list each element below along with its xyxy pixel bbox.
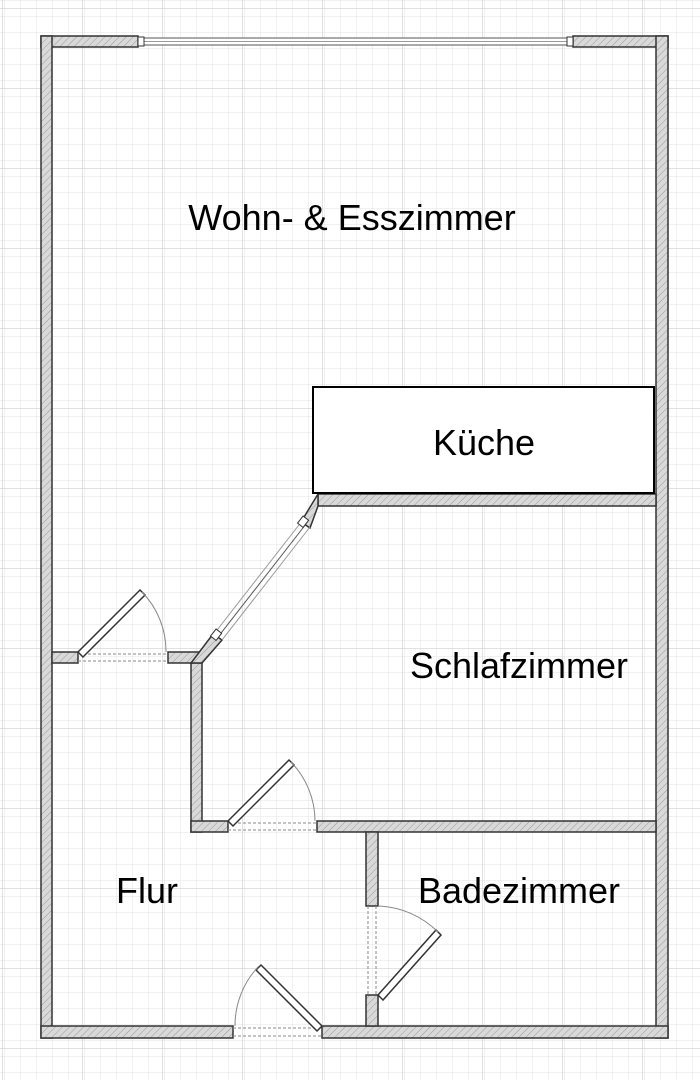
room-label-living: Wohn- & Esszimmer [188,197,515,238]
walls [40,35,669,1039]
wall-bath-lower [365,994,379,1027]
room-label-bathroom: Badezimmer [418,870,620,911]
door-living-hall[interactable] [76,588,168,662]
window-top [137,36,574,47]
wall-hall-top-left [51,651,79,664]
door-hall-bedroom[interactable] [226,758,317,831]
wall-bath-upper [365,831,379,907]
wall-bedroom-top [317,493,657,507]
wall-top-left [40,35,139,48]
door-hall-bathroom[interactable] [367,905,443,1002]
door-entrance[interactable] [233,963,324,1037]
wall-bottom-left [40,1025,234,1039]
wall-bottom-right [321,1025,669,1039]
wall-top-right [572,35,669,48]
wall-bedroom-bottom-right [316,820,657,833]
wall-right [655,35,669,1039]
room-label-kitchen: Küche [433,422,535,463]
window-diagonal [209,515,311,642]
wall-hall-bedroom [190,662,203,833]
wall-bedroom-bottom-left [190,820,229,833]
kitchen-counter [312,386,655,494]
room-label-bedroom: Schlafzimmer [410,645,628,686]
wall-left [40,35,53,1039]
room-label-hallway: Flur [116,870,178,911]
